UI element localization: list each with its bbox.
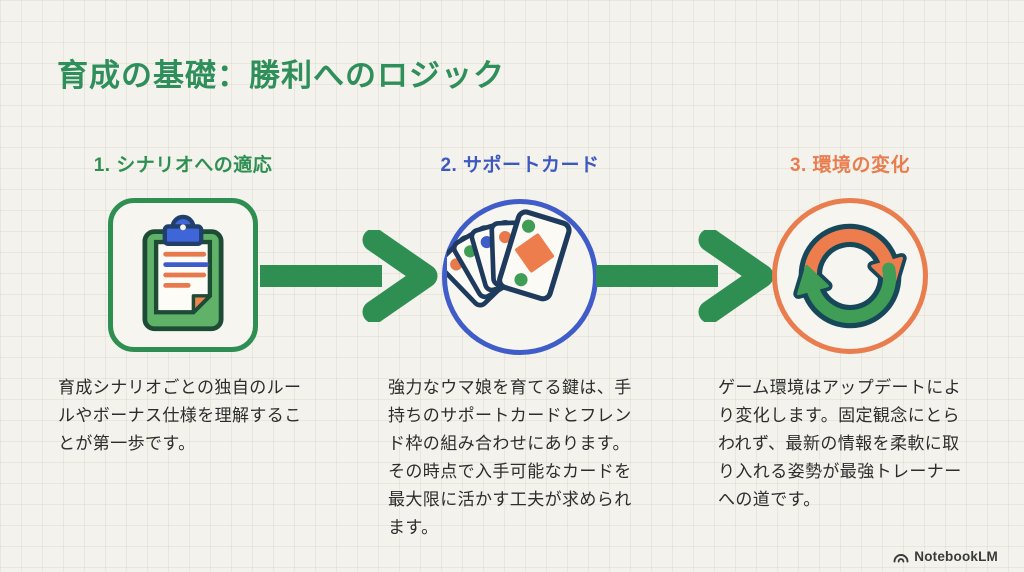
step-2-label: 2. サポートカード <box>440 155 600 176</box>
step-3-label: 3. 環境の変化 <box>789 155 911 176</box>
clipboard-icon <box>131 212 235 338</box>
step-2-icon-box <box>442 199 598 355</box>
footer-watermark: NotebookLM <box>893 549 998 564</box>
step-1-icon-box <box>108 198 258 352</box>
cards-icon <box>447 204 593 350</box>
page-title: 育成の基礎：勝利へのロジック <box>57 58 505 93</box>
right-arrow-icon <box>592 228 777 324</box>
footer-brand-text: NotebookLM <box>914 549 998 564</box>
step-3-description: ゲーム環境はアップデートによ り変化します。固定観念にとら われず、最新の情報を… <box>718 378 962 509</box>
step-1-description: 育成シナリオごとの独自のルー ルやボーナス仕様を理解するこ とが第一歩です。 <box>58 378 302 453</box>
notebooklm-logo-icon <box>893 550 909 564</box>
right-arrow-icon <box>256 228 441 324</box>
step-2-description: 強力なウマ娘を育てる鍵は、手 持ちのサポートカードとフレン ド枠の組み合わせにあ… <box>388 378 632 537</box>
step-1-label: 1. シナリオへの適応 <box>93 155 273 176</box>
refresh-icon <box>777 203 923 349</box>
step-3-icon-box <box>772 198 928 354</box>
